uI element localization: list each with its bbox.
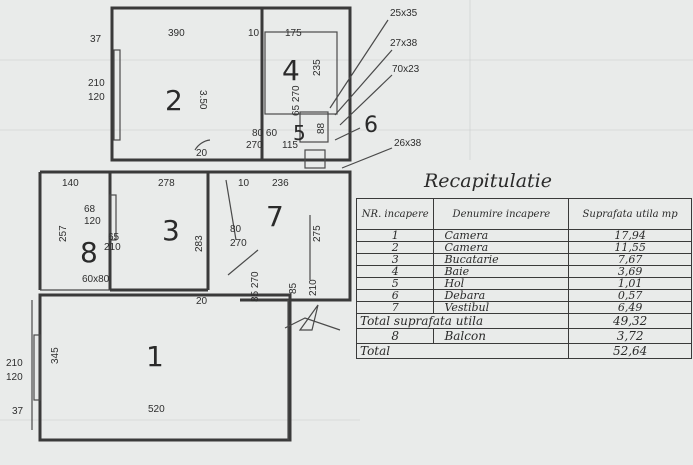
dim-88: 88	[316, 122, 327, 134]
table-row: 4 Baie 3,69	[355, 265, 692, 278]
row-nr: 3	[355, 253, 435, 266]
row-name: Vestibul	[433, 301, 570, 314]
header-area: Suprafata utila mp	[568, 198, 692, 230]
balcony-name: Balcon	[433, 328, 570, 344]
row-area: 17,94	[568, 229, 692, 242]
balcony-value: 3,72	[568, 328, 692, 344]
dim-210-c: 210	[308, 279, 319, 296]
row-area: 11,55	[568, 241, 692, 254]
dim-68: 68	[84, 204, 96, 215]
dim-60x80: 60x80	[82, 274, 110, 285]
dim-115: 115	[282, 140, 298, 151]
dim-275: 275	[312, 225, 323, 242]
recap-header-row: NR. incapere Denumire incapere Suprafata…	[355, 198, 692, 230]
row-nr: 7	[355, 301, 435, 314]
dim-70x23: 70x23	[392, 64, 420, 75]
total-label: Total	[355, 343, 570, 359]
room-6-label: 6	[364, 113, 378, 138]
dim-85-270: 85 270	[250, 271, 261, 302]
row-name: Debara	[433, 289, 570, 302]
row-name: Hol	[433, 277, 570, 290]
total-util-value: 49,32	[568, 313, 692, 329]
table-row: 1 Camera 17,94	[355, 229, 692, 242]
dim-25x35: 25x35	[390, 8, 418, 19]
row-name: Baie	[433, 265, 570, 278]
dim-210-c-label: 210	[6, 358, 23, 369]
dim-210-a: 210	[88, 78, 105, 89]
dim-27x38: 27x38	[390, 38, 418, 49]
row-nr: 1	[355, 229, 435, 242]
total-util-label: Total suprafata utila	[355, 313, 570, 329]
walls	[31, 6, 393, 442]
balcony-row: 8 Balcon 3,72	[355, 328, 692, 344]
dim-235: 235	[312, 59, 323, 76]
room-3-label: 3	[162, 214, 180, 247]
dim-20: 20	[196, 148, 208, 159]
room-numbers: 2 4 5 6 3 7 8 1	[80, 54, 378, 373]
dim-236: 236	[272, 178, 289, 189]
dim-175: 175	[285, 28, 302, 39]
room-4-label: 4	[282, 54, 300, 87]
row-name: Camera	[433, 229, 570, 242]
row-area: 6,49	[568, 301, 692, 314]
dim-37-top: 37	[90, 34, 102, 45]
table-row: 7 Vestibul 6,49	[355, 301, 692, 314]
dim-270-a: 270	[246, 140, 263, 151]
dim-270-b: 270	[230, 238, 247, 249]
dim-26x38: 26x38	[394, 138, 422, 149]
row-nr: 6	[355, 289, 435, 302]
table-row: 2 Camera 11,55	[355, 241, 692, 254]
dim-65: 65	[108, 232, 120, 243]
dim-283: 283	[194, 235, 205, 252]
row-area: 7,67	[568, 253, 692, 266]
dim-120-b: 120	[84, 216, 101, 227]
dim-390: 390	[168, 28, 185, 39]
header-nr: NR. incapere	[355, 198, 435, 230]
row-area: 3,69	[568, 265, 692, 278]
total-util-row: Total suprafata utila 49,32	[355, 313, 692, 329]
total-row: Total 52,64	[355, 343, 692, 359]
dimension-labels: 390 175 37 10 25x35 27x38 70x23 26x38 21…	[6, 8, 422, 417]
room-2-label: 2	[165, 84, 183, 117]
header-name: Denumire incapere	[433, 198, 570, 230]
row-area: 0,57	[568, 289, 692, 302]
dim-120-c: 120	[6, 372, 23, 383]
room-1-label: 1	[146, 340, 164, 373]
row-area: 1,01	[568, 277, 692, 290]
dim-80-60: 80 60	[252, 128, 277, 139]
row-nr: 2	[355, 241, 435, 254]
dim-10b: 10	[238, 178, 250, 189]
dim-257: 257	[58, 225, 69, 242]
dim-10: 10	[248, 28, 260, 39]
room-7-label: 7	[266, 200, 284, 233]
total-value: 52,64	[568, 343, 692, 359]
table-row: 5 Hol 1,01	[355, 277, 692, 290]
dim-140: 140	[62, 178, 79, 189]
room-5-label: 5	[293, 121, 306, 145]
dim-278: 278	[158, 178, 175, 189]
row-nr: 5	[355, 277, 435, 290]
dim-85: 85	[288, 282, 299, 294]
dim-520: 520	[148, 404, 165, 415]
table-row: 3 Bucatarie 7,67	[355, 253, 692, 266]
table-row: 6 Debara 0,57	[355, 289, 692, 302]
background-grid	[0, 0, 693, 421]
balcony-nr: 8	[355, 328, 435, 344]
dim-20b: 20	[196, 296, 208, 307]
room-8-label: 8	[80, 236, 98, 269]
row-name: Bucatarie	[433, 253, 570, 266]
dim-37-bottom: 37	[12, 406, 24, 417]
recap-title: Recapitulatie	[424, 170, 552, 192]
recap-table: NR. incapere Denumire incapere Suprafata…	[355, 198, 692, 359]
dim-210-b: 210	[104, 242, 121, 253]
dim-120-a: 120	[88, 92, 105, 103]
row-nr: 4	[355, 265, 435, 278]
dim-345: 345	[50, 347, 61, 364]
dim-65-270: 65 270	[291, 85, 302, 116]
dim-350: 3.50	[197, 90, 208, 110]
dim-80: 80	[230, 224, 242, 235]
row-name: Camera	[433, 241, 570, 254]
